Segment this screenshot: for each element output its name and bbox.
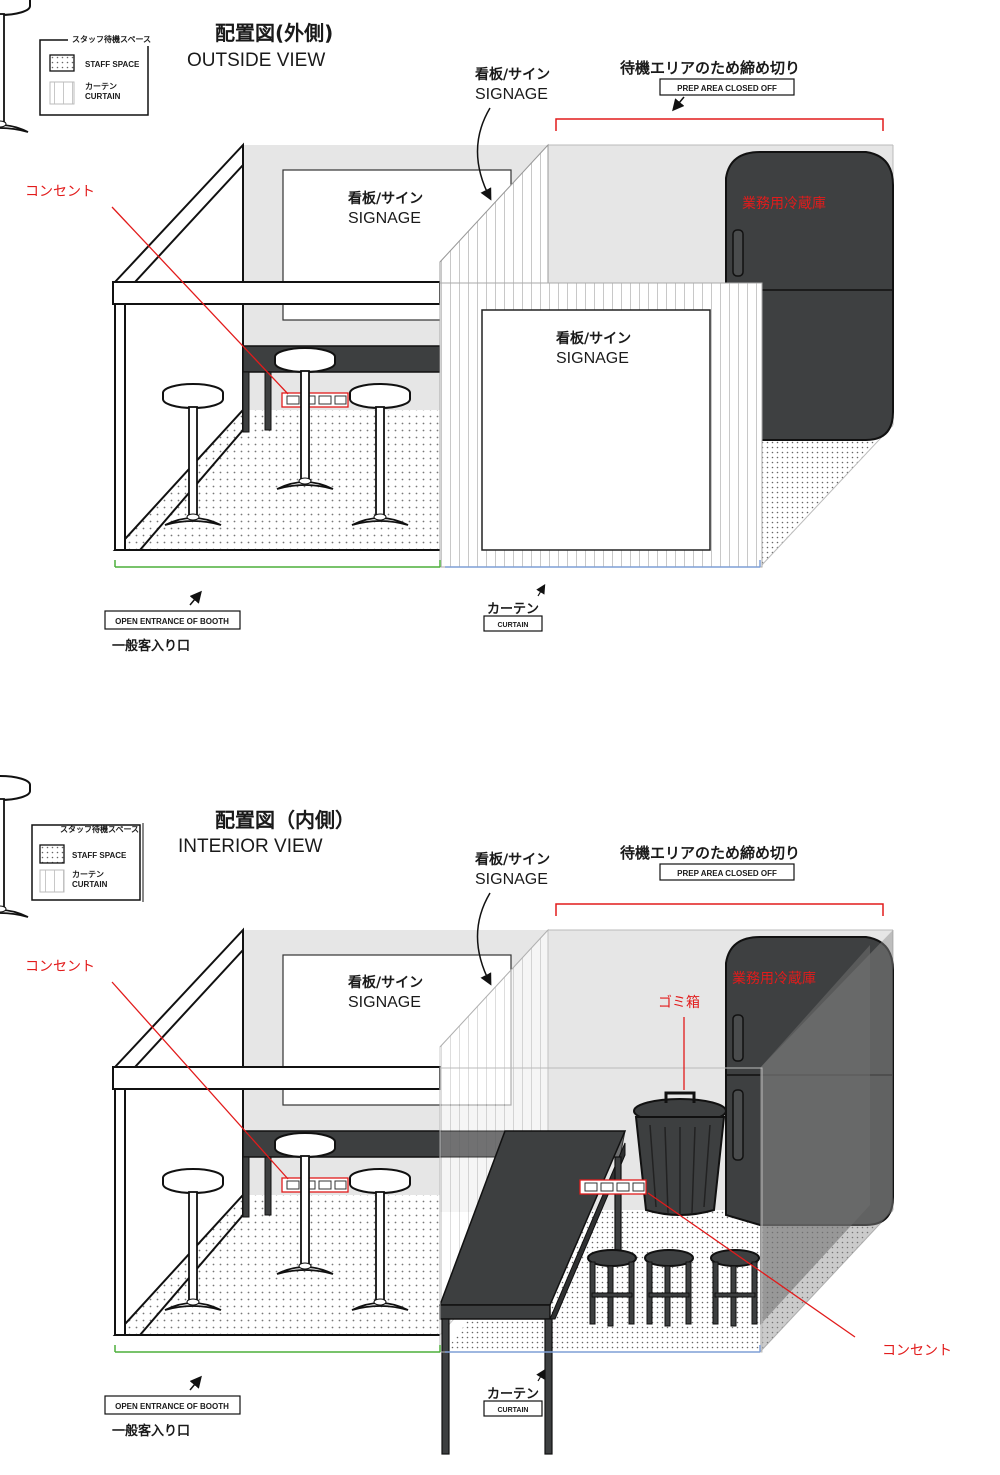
interior-prep-en: PREP AREA CLOSED OFF bbox=[677, 869, 777, 878]
outside-title-jp: 配置図(外側) bbox=[215, 21, 333, 45]
outside-signage-callout: 看板/サイン SIGNAGE bbox=[474, 66, 550, 201]
outside-legend bbox=[39, 33, 152, 116]
interior-curtain-jp: カーテン bbox=[487, 1387, 539, 1402]
outside-front-signage-jp: 看板/サイン bbox=[555, 330, 631, 347]
outside-front-signage-panel bbox=[481, 309, 711, 551]
outside-front-signage-en: SIGNAGE bbox=[556, 350, 629, 367]
interior-legend: スタッフ待機スペース STAFF SPACE カーテン CURTAIN bbox=[31, 823, 144, 902]
interior-outlet-label-left: コンセント bbox=[25, 959, 95, 975]
outside-prep-jp: 待機エリアのため締め切り bbox=[620, 59, 800, 77]
outside-entrance-en: OPEN ENTRANCE OF BOOTH bbox=[115, 617, 229, 626]
outside-curtain-callout: カーテン CURTAIN bbox=[445, 560, 761, 632]
interior-outlet-leader-left bbox=[111, 981, 289, 1180]
outside-outlet-leader bbox=[111, 206, 289, 395]
interior-curtain-callout: カーテン CURTAIN bbox=[445, 1345, 761, 1417]
outside-legend-staff: STAFF SPACE bbox=[85, 60, 140, 69]
trash-can-icon bbox=[633, 1091, 727, 1216]
interior-outlet-label-right: コンセント bbox=[882, 1343, 952, 1359]
outside-curtain-jp: カーテン bbox=[487, 602, 539, 617]
outside-back-signage-jp: 看板/サイン bbox=[347, 190, 423, 207]
outside-legend-title: スタッフ待機スペース bbox=[72, 34, 151, 44]
interior-entrance-jp: 一般客入り口 bbox=[112, 1423, 190, 1439]
interior-legend-title: スタッフ待機スペース bbox=[60, 824, 139, 834]
interior-signage-callout: 看板/サイン SIGNAGE bbox=[474, 851, 550, 986]
interior-fridge bbox=[725, 930, 894, 1352]
interior-curtain-en: CURTAIN bbox=[498, 1407, 529, 1414]
interior-entrance-callout: OPEN ENTRANCE OF BOOTH 一般客入り口 bbox=[104, 1345, 441, 1439]
interior-back-signage-jp: 看板/サイン bbox=[347, 974, 423, 991]
interior-outlet-leader-right bbox=[647, 1192, 856, 1338]
interior-signage-callout-jp: 看板/サイン bbox=[474, 851, 550, 868]
interior-prep-jp: 待機エリアのため締め切り bbox=[620, 844, 800, 862]
outside-back-signage-en: SIGNAGE bbox=[348, 210, 421, 227]
outside-entrance-jp: 一般客入り口 bbox=[112, 638, 190, 654]
outside-fridge-label: 業務用冷蔵庫 bbox=[742, 195, 826, 212]
outside-prep-bracket bbox=[555, 118, 884, 131]
interior-trash-label: ゴミ箱 bbox=[658, 994, 700, 1011]
interior-legend-curtain-en: CURTAIN bbox=[72, 880, 108, 889]
interior-title-en: INTERIOR VIEW bbox=[178, 836, 323, 857]
outside-prep-callout: 待機エリアのため締め切り PREP AREA CLOSED OFF bbox=[555, 59, 884, 131]
outside-view: 配置図(外側) OUTSIDE VIEW 看板/サイン SIGNAGE 看板/サ… bbox=[0, 0, 894, 654]
interior-legend-staff: STAFF SPACE bbox=[72, 851, 127, 860]
outside-signage-callout-en: SIGNAGE bbox=[475, 86, 548, 103]
outside-signage-callout-jp: 看板/サイン bbox=[474, 66, 550, 83]
outside-legend-curtain-jp: カーテン bbox=[85, 82, 117, 91]
outside-prep-en: PREP AREA CLOSED OFF bbox=[677, 84, 777, 93]
outside-entrance-callout: OPEN ENTRANCE OF BOOTH 一般客入り口 bbox=[104, 560, 441, 654]
interior-view: 配置図（内側） INTERIOR VIEW スタッフ待機スペース STAFF S… bbox=[0, 775, 952, 1455]
interior-prep-callout: 待機エリアのため締め切り PREP AREA CLOSED OFF bbox=[555, 844, 884, 916]
interior-legend-curtain-jp: カーテン bbox=[72, 870, 104, 879]
outside-signage-arrow bbox=[476, 107, 492, 201]
outside-legend-text: スタッフ待機スペース STAFF SPACE カーテン CURTAIN bbox=[68, 34, 151, 102]
interior-title: 配置図（内側） INTERIOR VIEW bbox=[178, 808, 355, 857]
outside-outlet-label: コンセント bbox=[25, 184, 95, 200]
interior-title-jp: 配置図（内側） bbox=[215, 808, 355, 832]
outside-legend-curtain-en: CURTAIN bbox=[85, 92, 121, 101]
interior-entrance-en: OPEN ENTRANCE OF BOOTH bbox=[115, 1402, 229, 1411]
outside-title: 配置図(外側) OUTSIDE VIEW bbox=[187, 21, 333, 71]
interior-signage-callout-en: SIGNAGE bbox=[475, 871, 548, 888]
outside-curtain-en: CURTAIN bbox=[498, 622, 529, 629]
interior-back-signage-en: SIGNAGE bbox=[348, 994, 421, 1011]
outside-title-en: OUTSIDE VIEW bbox=[187, 50, 325, 71]
interior-fridge-label: 業務用冷蔵庫 bbox=[732, 970, 816, 987]
